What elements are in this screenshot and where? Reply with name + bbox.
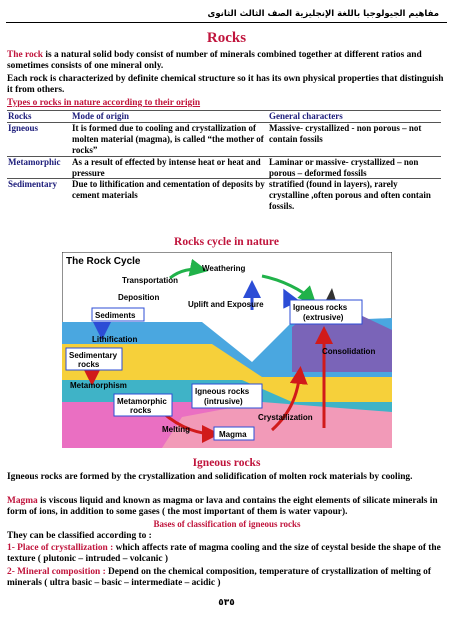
bases-heading-text: Bases of classification of igneous rocks [153,519,301,529]
rock-origin: It is formed due to cooling and crystall… [71,121,268,157]
sediments-label: Sediments [95,311,136,320]
item2-text: Depend on the chemical composition, temp… [7,567,431,589]
igneous-title: Igneous rocks [192,457,261,469]
uplift-label: Uplift and Exposure [188,300,264,309]
igneous-extrusive-label-1: Igneous rocks [293,303,348,312]
rock-types-table: Rocks Mode of origin General characters … [7,110,441,213]
header-characters: General characters [268,110,441,123]
igneous-paragraph-1: Igneous rocks are formed by the crystall… [7,472,413,482]
cycle-caption: Rocks cycle in nature [174,236,279,248]
rock-name: Metamorphic [7,155,71,179]
magma-keyword: Magma [7,496,38,506]
deposition-label: Deposition [118,293,159,302]
rock-characters: stratified (found in layers), rarely cry… [268,178,441,213]
transportation-label: Transportation [122,276,178,285]
rock-name: Sedimentary [7,178,71,213]
diagram-title: The Rock Cycle [66,256,141,267]
rock-origin: As a result of effected by intense heat … [71,155,268,179]
weathering-label: Weathering [202,264,246,273]
igneous-intrusive-box [191,383,263,409]
header-rocks: Rocks [7,110,71,123]
metamorphism-label: Metamorphism [70,381,127,390]
rock-definition: is a natural solid body consist of numbe… [7,50,422,72]
page-header: مفاهيم الجيولوجيا باللغة الإنجليزية الصف… [207,9,439,19]
sedimentary-rocks-label-1: Sedimentary [69,351,118,360]
header-origin: Mode of origin [71,110,268,123]
sediments-box [91,307,145,322]
magma-definition: is viscous liquid and known as magma or … [7,496,438,518]
rock-name: Igneous [7,121,71,157]
consolidation-label: Consolidation [322,347,375,356]
table-row: Igneous It is formed due to cooling and … [7,121,441,157]
classified-line: They can be classified according to : [7,531,152,541]
metamorphic-rocks-label-1: Metamorphic [117,397,167,406]
metamorphic-rocks-label-2: rocks [130,406,152,415]
header-rule [6,22,447,23]
sedimentary-rocks-label-2: rocks [78,360,100,369]
page-number: ٥٣٥ [218,598,235,608]
rock-characters: Massive- crystallized - non porous – not… [268,121,441,157]
igneous-intrusive-label-2: (intrusive) [204,397,243,406]
magma-paragraph: Magma is viscous liquid and known as mag… [7,496,447,519]
table-header-row: Rocks Mode of origin General characters [7,110,441,123]
item1-label: 1- Place of crystallization : [7,543,114,553]
table-row: Sedimentary Due to lithification and cem… [7,178,441,213]
rock-keyword: The rock [7,50,44,60]
igneous-extrusive-label-2: (extrusive) [303,313,344,322]
bases-heading: Bases of classification of igneous rocks [7,519,447,531]
metamorphic-rocks-box [113,393,173,417]
classification-item-1: 1- Place of crystallization : which affe… [7,543,447,566]
weathering-arrow [261,274,317,305]
transport-arrow [169,258,208,280]
crystallization-arrow [270,366,308,432]
rock-characters: Laminar or massive- crystallized – non p… [268,155,441,179]
table-row: Metamorphic As a result of effected by i… [7,155,441,179]
rocks-title: Rocks [206,30,247,46]
melting-label: Melting [162,425,190,434]
rocks-intro: The rock is a natural solid body consist… [7,50,447,73]
igneous-intrusive-label-1: Igneous rocks [195,387,250,396]
crystallization-label: Crystallization [258,413,313,422]
magma-label: Magma [219,430,247,439]
classification-item-2: 2- Mineral composition : Depend on the c… [7,567,447,590]
rock-cycle-diagram: The Rock Cycle Weathering Transportation… [62,252,392,448]
types-heading: Types o rocks in nature according to the… [7,98,447,109]
rocks-paragraph-2: Each rock is characterized by definite c… [7,74,444,96]
types-heading-text: Types o rocks in nature according to the… [7,98,201,108]
item1-text: which affects rate of magma cooling and … [7,543,441,565]
lithification-label: Lithification [92,335,137,344]
item2-label: 2- Mineral composition : [7,567,106,577]
igneous-extrusive-box [289,299,363,325]
sedimentary-rocks-box [65,347,123,371]
rock-origin: Due to lithification and cementation of … [71,178,268,213]
magma-box [213,426,255,441]
